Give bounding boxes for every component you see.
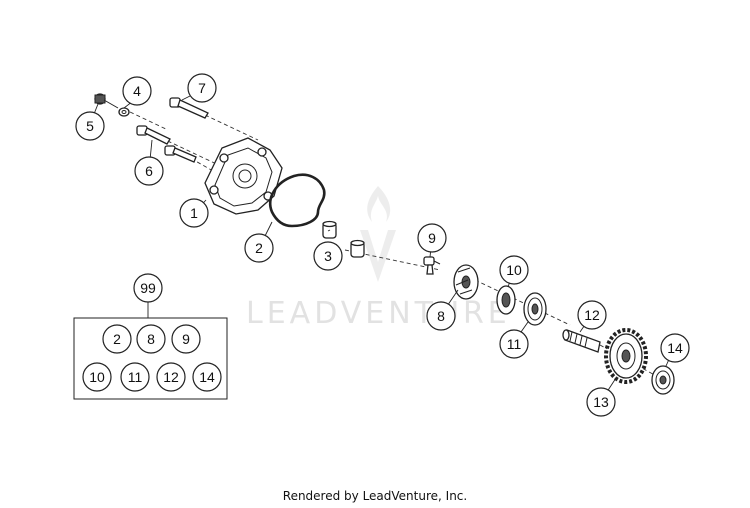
kit-item: 14 [192, 362, 222, 392]
callout-3: 3 [313, 241, 343, 271]
svg-text:11: 11 [128, 369, 143, 385]
svg-text:12: 12 [163, 369, 179, 385]
svg-text:9: 9 [182, 331, 190, 347]
kit-item: 9 [171, 324, 201, 354]
svg-text:10: 10 [89, 369, 105, 385]
pump-cover [204, 137, 283, 215]
callout-14-label: 14 [667, 340, 683, 356]
kit-callout-label: 99 [140, 280, 156, 296]
kit-item: 11 [120, 362, 150, 392]
callout-5-label: 5 [86, 118, 94, 134]
callout-3-label: 3 [324, 248, 332, 264]
kit-callout: 99 [133, 273, 163, 303]
callout-10: 10 [499, 255, 529, 285]
callout-2-label: 2 [255, 240, 263, 256]
watermark-text: LEADVENTURE [246, 296, 511, 331]
kit-item: 8 [136, 324, 166, 354]
screws-pair [136, 125, 197, 163]
small-screw [423, 256, 441, 275]
kit-item: 12 [156, 362, 186, 392]
callout-7-label: 7 [198, 80, 206, 96]
footer-credit: Rendered by LeadVenture, Inc. [283, 489, 467, 503]
callout-1-label: 1 [190, 205, 198, 221]
bearing-right [523, 292, 547, 326]
watermark-logo-icon [360, 186, 396, 282]
long-screw [169, 97, 209, 119]
svg-text:14: 14 [199, 369, 215, 385]
kit-contents-box: 2 8 9 10 11 12 14 [73, 317, 228, 400]
pump-gear [604, 328, 648, 384]
callout-7: 7 [187, 73, 217, 103]
callout-12-label: 12 [584, 307, 600, 323]
callout-13-label: 13 [593, 394, 609, 410]
gasket [269, 173, 326, 228]
kit-item: 2 [102, 324, 132, 354]
callout-9-label: 9 [428, 230, 436, 246]
callout-5: 5 [75, 111, 105, 141]
callout-9: 9 [417, 223, 447, 253]
svg-text:2: 2 [113, 331, 121, 347]
callout-10-label: 10 [506, 262, 522, 278]
callout-8-label: 8 [437, 308, 445, 324]
pump-shaft [562, 329, 601, 353]
callout-11-label: 11 [507, 336, 522, 352]
callout-13: 13 [586, 387, 616, 417]
callout-12: 12 [577, 300, 607, 330]
callout-4-label: 4 [133, 83, 141, 99]
bearing-left [496, 285, 516, 315]
kit-item: 10 [82, 362, 112, 392]
callout-4: 4 [122, 76, 152, 106]
callout-8: 8 [426, 301, 456, 331]
callout-14: 14 [660, 333, 690, 363]
gear-bearing [651, 365, 675, 395]
svg-text:8: 8 [147, 331, 155, 347]
impeller [453, 264, 479, 300]
watermark: LEADVENTURE [246, 186, 511, 331]
callout-6-label: 6 [145, 163, 153, 179]
callout-11: 11 [499, 329, 529, 359]
callout-1: 1 [179, 198, 209, 228]
callout-2: 2 [244, 233, 274, 263]
callout-6: 6 [134, 156, 164, 186]
